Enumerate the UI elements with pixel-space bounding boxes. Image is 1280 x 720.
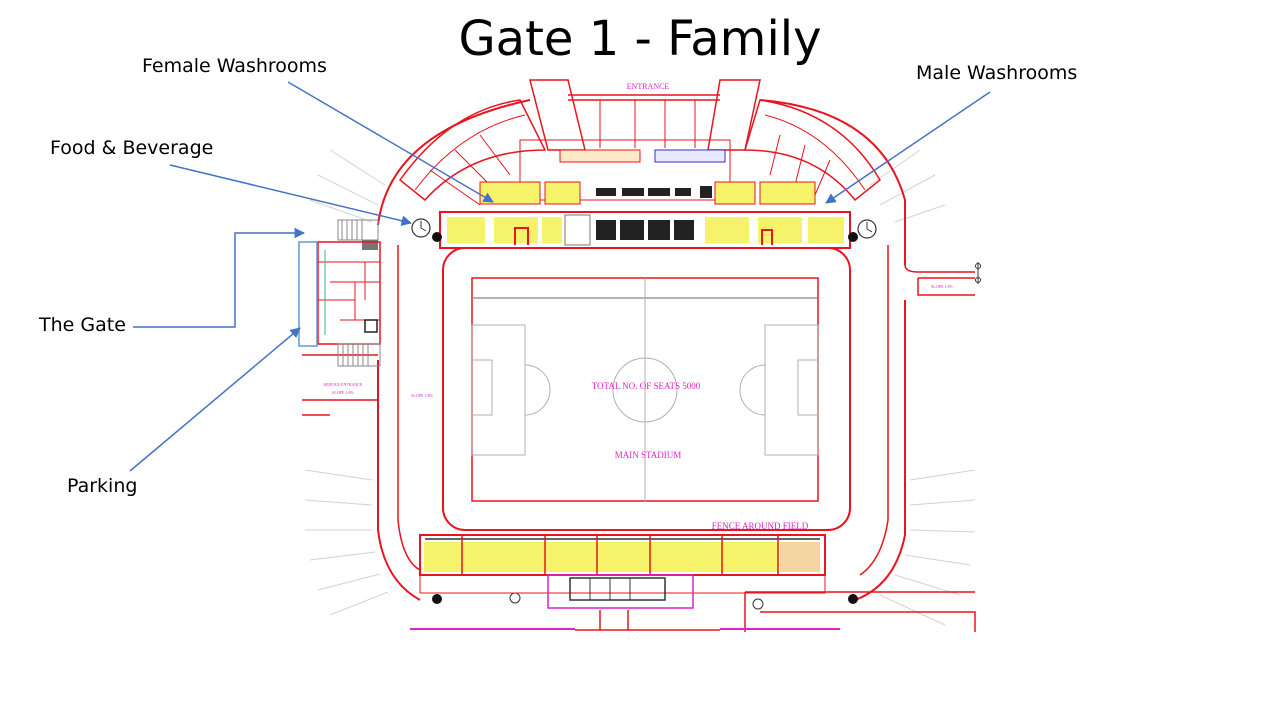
entrance-label: ENTRANCE bbox=[627, 82, 670, 91]
slope-label-right: SLOPE 1:8% bbox=[931, 284, 953, 289]
food-beverage-label: Food & Beverage bbox=[50, 137, 214, 159]
west-building bbox=[317, 219, 381, 367]
clock-right-icon bbox=[857, 219, 877, 239]
marker-dot bbox=[432, 232, 442, 242]
north-seating bbox=[439, 181, 851, 249]
marker-dot bbox=[848, 232, 858, 242]
marker-dot bbox=[848, 594, 858, 604]
fence-label: FENCE AROUND FIELD bbox=[712, 521, 809, 531]
slide-title: Gate 1 - Family bbox=[458, 11, 822, 67]
north-stand-structure bbox=[398, 79, 881, 206]
service-entrance-label: SERVICE ENTRANCE bbox=[324, 382, 363, 387]
male-washrooms-label: Male Washrooms bbox=[916, 62, 1078, 84]
total-seats-label: TOTAL NO. OF SEATS 5000 bbox=[592, 381, 701, 391]
slope-label-mid: SLOPE 1:8% bbox=[411, 393, 433, 398]
gate-highlight-box bbox=[298, 241, 318, 347]
parking-arrow bbox=[129, 327, 301, 472]
parking-label: Parking bbox=[67, 475, 138, 497]
female-washrooms-label: Female Washrooms bbox=[142, 55, 327, 77]
ground-hatching bbox=[304, 149, 976, 626]
the-gate-arrow bbox=[133, 227, 306, 328]
football-pitch bbox=[442, 247, 851, 531]
slope-label-left: SLOPE 1:8% bbox=[332, 390, 354, 395]
the-gate-label: The Gate bbox=[39, 314, 126, 336]
key-icon bbox=[975, 262, 981, 284]
female-washrooms-arrow bbox=[287, 81, 494, 203]
marker-ring bbox=[752, 598, 764, 610]
marker-dot bbox=[432, 594, 442, 604]
outer-perimeter bbox=[302, 99, 976, 632]
male-washrooms-arrow bbox=[825, 91, 991, 204]
food-beverage-arrow bbox=[169, 164, 413, 226]
south-stand bbox=[419, 534, 826, 609]
clock-left-icon bbox=[411, 218, 431, 238]
marker-ring bbox=[509, 592, 521, 604]
main-stadium-label: MAIN STADIUM bbox=[615, 450, 682, 460]
